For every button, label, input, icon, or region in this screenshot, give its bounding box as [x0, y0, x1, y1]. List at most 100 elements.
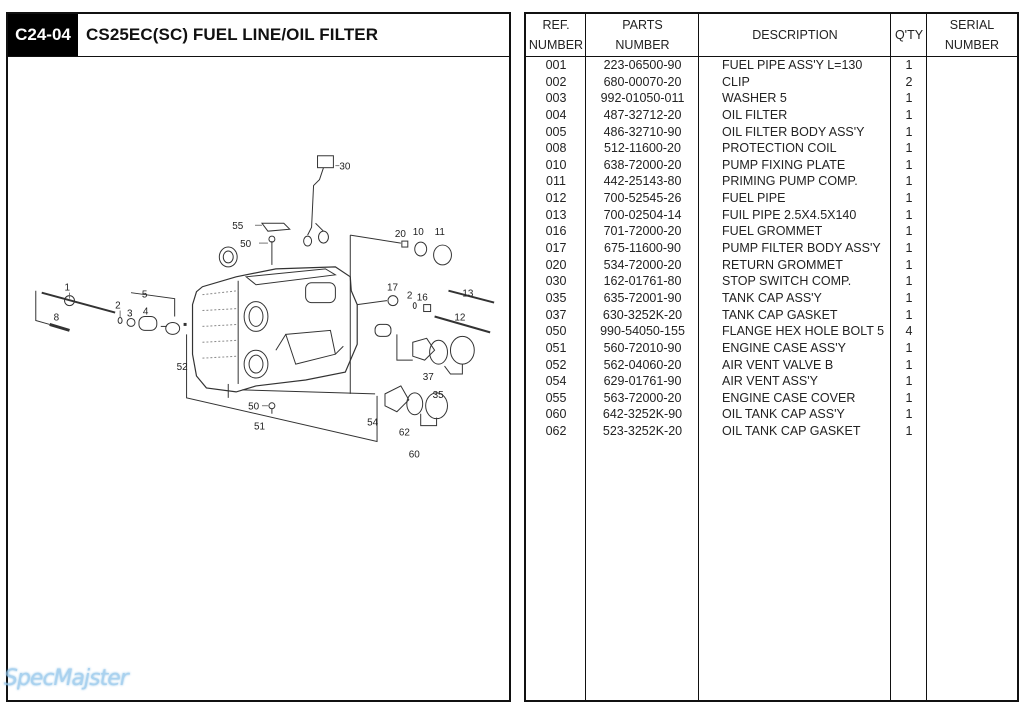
ref-cell: 051 — [545, 340, 567, 355]
description-cell: OIL FILTER BODY ASS'Y — [722, 124, 865, 139]
part-number-cell: 534-72000-20 — [603, 257, 682, 272]
qty-cell: 1 — [905, 174, 913, 189]
callout-2b: 2 — [407, 291, 413, 302]
qty-cell: 2 — [905, 74, 913, 89]
part-number-cell: 442-25143-80 — [603, 174, 682, 189]
header-qty-text: Q'TY — [894, 28, 924, 42]
ref-cell: 011 — [546, 174, 566, 189]
header-description: DESCRIPTION — [699, 14, 891, 56]
part-number-cell: 675-11600-90 — [604, 241, 681, 256]
tank-cap-drawing — [242, 334, 475, 427]
header-parts-number: PARTS NUMBER — [586, 14, 699, 56]
ref-cell: 005 — [545, 124, 567, 139]
callout-37: 37 — [423, 372, 435, 383]
header-serial-line1: SERIAL — [949, 18, 995, 32]
ref-cell: 035 — [545, 290, 567, 305]
ref-cell: 010 — [545, 157, 567, 172]
header-qty: Q'TY — [891, 14, 927, 56]
callout-labels: 1 2 3 4 5 8 52 55 50 30 20 10 11 17 2 16… — [54, 162, 474, 461]
qty-cell: 1 — [905, 58, 913, 72]
description-cell: PRIMING PUMP COMP. — [722, 174, 858, 189]
callout-4: 4 — [143, 307, 149, 318]
qty-cell: 1 — [905, 274, 913, 289]
ref-cell: 008 — [545, 141, 567, 156]
exploded-parts-diagram: 1 2 3 4 5 8 52 55 50 30 20 10 11 17 2 16… — [8, 56, 509, 700]
part-number-cell: 486-32710-90 — [603, 124, 682, 139]
description-cell: RETURN GROMMET — [722, 257, 843, 272]
ref-cell: 030 — [545, 274, 567, 289]
qty-cell: 1 — [905, 407, 913, 422]
bracket-lines — [186, 334, 378, 443]
part-number-cell: 635-72001-90 — [603, 290, 682, 305]
qty-cell: 1 — [905, 257, 913, 272]
qty-cell: 1 — [905, 91, 913, 106]
callout-54: 54 — [367, 418, 379, 429]
description-cell: AIR VENT ASS'Y — [722, 374, 818, 389]
qty-cell: 1 — [905, 357, 913, 372]
header-serial-line2: NUMBER — [944, 38, 1000, 52]
qty-cell: 1 — [905, 124, 913, 139]
ref-cell: 002 — [545, 74, 567, 89]
description-cell: STOP SWITCH COMP. — [722, 274, 852, 289]
callout-11: 11 — [435, 227, 446, 238]
ref-cell: 060 — [545, 407, 567, 422]
part-number-cell: 701-72000-20 — [603, 224, 682, 239]
description-cell: AIR VENT VALVE B — [722, 357, 834, 372]
callout-3: 3 — [127, 308, 133, 319]
callout-5: 5 — [142, 290, 148, 301]
section-code: C24-04 — [8, 14, 78, 56]
header-parts-line1: PARTS — [622, 18, 663, 32]
part-number-cell: 560-72010-90 — [603, 340, 682, 355]
part-number-cell: 990-54050-155 — [600, 324, 685, 339]
callout-20: 20 — [395, 229, 407, 240]
part-number-cell: 562-04060-20 — [603, 357, 682, 372]
callout-50-top: 50 — [240, 239, 252, 250]
column-divider-ref — [526, 14, 586, 700]
part-number-cell: 992-01050-011 — [600, 91, 685, 106]
part-number-cell: 563-72000-20 — [603, 390, 682, 405]
callout-17: 17 — [387, 283, 399, 294]
part-number-cell: 700-52545-26 — [603, 191, 682, 206]
qty-cell: 1 — [905, 241, 913, 256]
ref-cell: 052 — [545, 357, 567, 372]
header-description-text: DESCRIPTION — [752, 28, 838, 42]
qty-cell: 1 — [905, 107, 913, 122]
qty-cell: 1 — [905, 374, 913, 389]
callout-12: 12 — [454, 312, 466, 323]
column-divider-qty — [891, 14, 927, 700]
qty-cell: 1 — [905, 424, 913, 439]
callout-16: 16 — [417, 293, 429, 304]
description-cell: ENGINE CASE COVER — [722, 390, 856, 405]
oil-filter-drawing — [117, 292, 187, 335]
qty-cell: 4 — [905, 324, 913, 339]
ref-cell: 017 — [545, 241, 567, 256]
callout-30: 30 — [339, 162, 351, 173]
part-number-cell: 680-00070-20 — [603, 74, 682, 89]
part-number-cell: 629-01761-90 — [603, 374, 682, 389]
parts-table: REF. NUMBER PARTS NUMBER DESCRIPTION Q'T… — [524, 12, 1019, 702]
table-header: REF. NUMBER PARTS NUMBER DESCRIPTION Q'T… — [526, 14, 1017, 57]
callout-62: 62 — [399, 428, 411, 439]
description-cell: PUMP FIXING PLATE — [722, 157, 846, 172]
description-cell: FUEL PIPE ASS'Y L=130 — [722, 58, 863, 72]
priming-pump-drawing — [349, 234, 495, 394]
header-serial-number: SERIAL NUMBER — [927, 14, 1017, 56]
fuel-pipe-drawing — [35, 290, 116, 332]
